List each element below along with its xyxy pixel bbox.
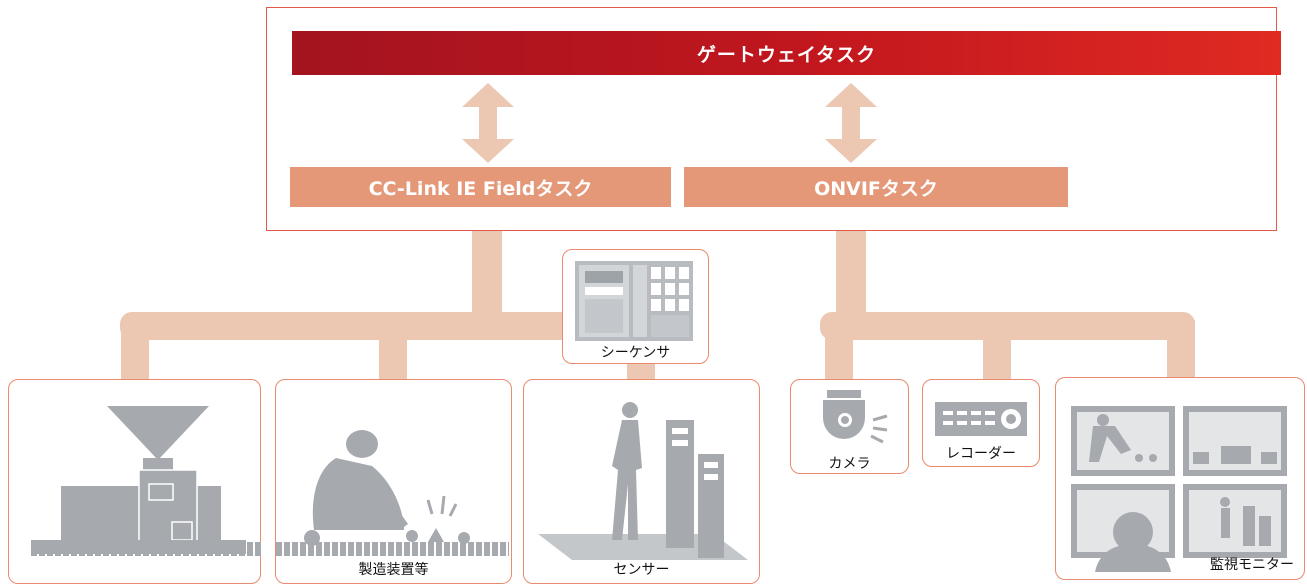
manufacturing-card: 製造装置等 [275,379,512,584]
conveyor-icon [276,542,509,556]
gateway-task-bar: ゲートウェイタスク [292,31,1281,75]
double-arrow-left [462,83,514,163]
monitor-card: 監視モニター [1055,377,1305,580]
camera-icon [823,390,888,444]
onvif-task-label: ONVIFタスク [814,177,938,200]
cclink-task-bar: CC-Link IE Fieldタスク [290,167,671,207]
sensor-label: センサー [613,562,670,578]
hopper-machine-icon [31,406,246,554]
monitor-label: 監視モニター [1210,557,1294,573]
sequencer-icon [575,261,693,341]
onvif-task-bar: ONVIFタスク [684,167,1068,207]
sequencer-card: シーケンサ [562,249,709,364]
gateway-task-label: ゲートウェイタスク [696,43,877,66]
worker-icon [304,430,470,546]
recorder-icon [935,402,1027,436]
sensor-card: センサー [523,379,760,584]
manufacturing-label: 製造装置等 [358,562,429,578]
sensor-icon [538,402,748,560]
hopper-machine-card [8,379,263,584]
double-arrow-right [825,83,877,163]
sequencer-label: シーケンサ [600,345,671,361]
camera-label: カメラ [828,456,871,472]
camera-card: カメラ [790,379,909,474]
conveyor-icon [31,542,263,556]
monitor-wall-icon [1071,406,1287,572]
cclink-task-label: CC-Link IE Fieldタスク [368,177,593,200]
recorder-card: レコーダー [922,379,1040,467]
recorder-label: レコーダー [946,446,1016,462]
